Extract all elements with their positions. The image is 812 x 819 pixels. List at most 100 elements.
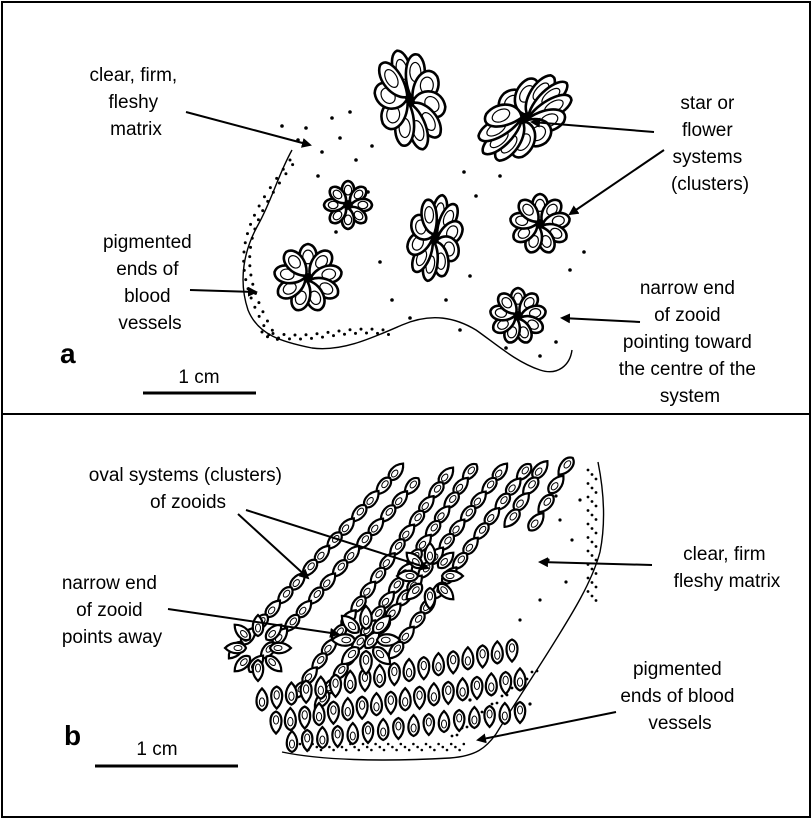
pigment-dot xyxy=(546,558,549,561)
pigment-dot xyxy=(349,328,352,331)
scale-label-a: 1 cm xyxy=(178,367,219,388)
zooid xyxy=(484,706,495,727)
zooid xyxy=(314,703,325,725)
zooid xyxy=(287,731,298,752)
pigment-dot xyxy=(374,743,377,746)
zooid xyxy=(425,543,436,564)
zooid xyxy=(424,714,435,735)
pigment-dot xyxy=(582,250,586,254)
pigment-dot xyxy=(354,332,357,335)
pigment-dot xyxy=(343,333,346,336)
pigment-dot xyxy=(501,695,504,698)
zooid xyxy=(285,708,296,730)
pigment-dot xyxy=(587,523,590,526)
pigment-dot xyxy=(568,268,572,272)
label-matrix-b: clear, firm fleshy matrix xyxy=(674,544,781,592)
zooid xyxy=(477,645,488,667)
pigment-dot xyxy=(283,333,286,336)
pigment-dot xyxy=(353,746,356,749)
pigment-dot xyxy=(371,328,374,331)
pigment-dot xyxy=(536,670,539,673)
pigment-dot xyxy=(284,172,287,175)
zooid xyxy=(315,677,326,699)
pigment-dot xyxy=(244,241,247,244)
scale-label-b: 1 cm xyxy=(136,739,177,760)
arrow-systems-2 xyxy=(570,150,664,214)
pigment-dot xyxy=(595,586,598,589)
arrow-narrow-end-a xyxy=(562,318,640,322)
pigment-dot xyxy=(468,698,471,701)
pigment-dot xyxy=(387,743,390,746)
pigment-dot xyxy=(458,749,461,752)
panel-letter-b: b xyxy=(64,720,81,751)
flower-system-1 xyxy=(363,42,457,159)
pigment-dot xyxy=(595,505,598,508)
flower-system-7 xyxy=(489,288,547,345)
oval-systems xyxy=(225,454,577,752)
pigment-dot xyxy=(277,337,280,340)
pigment-dot xyxy=(595,545,598,548)
pigment-dot xyxy=(591,568,594,571)
zooid xyxy=(506,640,517,662)
panel-a: clear, firm, fleshy matrix star or flowe… xyxy=(60,42,761,407)
pigment-dot xyxy=(390,298,394,302)
pigment-dot xyxy=(299,743,302,746)
pigment-dot xyxy=(249,223,252,226)
zooid xyxy=(457,678,468,700)
pigment-dot xyxy=(243,251,246,254)
pigment-dot xyxy=(416,746,419,749)
pigment-dot xyxy=(451,735,454,738)
zooid xyxy=(443,682,454,704)
pigment-dot xyxy=(395,749,398,752)
pigment-dot xyxy=(366,746,369,749)
zooid xyxy=(357,697,368,719)
pigment-dot xyxy=(429,746,432,749)
zooid xyxy=(371,693,382,715)
pigment-dot xyxy=(433,749,436,752)
pigment-dot xyxy=(466,726,469,729)
pigment-dot xyxy=(463,743,466,746)
pigment-dot xyxy=(272,191,275,194)
pigment-dot xyxy=(538,598,541,601)
pigment-dot xyxy=(316,746,319,749)
pigment-dot xyxy=(332,334,335,337)
zooid xyxy=(286,683,297,705)
pigment-dot xyxy=(450,743,453,746)
pigment-dot xyxy=(481,711,484,714)
oval-system-4b xyxy=(525,454,577,533)
pigment-dot xyxy=(456,734,459,737)
pigment-dot xyxy=(275,177,278,180)
arrow-matrix-a xyxy=(186,112,310,145)
pigment-dot xyxy=(310,337,313,340)
pigment-dot xyxy=(345,749,348,752)
zooid xyxy=(439,711,450,732)
pigment-dot xyxy=(278,182,281,185)
arrow-oval-1 xyxy=(238,514,308,578)
zooid xyxy=(500,506,523,530)
zooid xyxy=(225,643,246,654)
zooid xyxy=(469,707,480,728)
pigment-dot xyxy=(468,274,472,278)
zooid xyxy=(414,687,425,709)
zooid xyxy=(328,702,339,724)
pigment-dot xyxy=(587,509,590,512)
zooid xyxy=(301,681,312,703)
pigment-dot xyxy=(595,599,598,602)
zooid xyxy=(330,675,341,697)
zooid xyxy=(545,472,568,496)
zooid xyxy=(231,621,253,643)
pigment-dot xyxy=(554,494,557,497)
pigment-dot xyxy=(587,550,590,553)
pigment-dot xyxy=(348,110,352,114)
pigment-dot xyxy=(538,354,542,358)
pigment-dot xyxy=(266,320,269,323)
pigment-dot xyxy=(320,749,323,752)
zooid xyxy=(442,571,463,582)
pigment-dot xyxy=(246,232,249,235)
pigment-dot xyxy=(370,144,374,148)
zooid xyxy=(404,659,415,681)
zooid xyxy=(317,727,328,748)
pigment-dot xyxy=(250,297,253,300)
pigment-dot xyxy=(595,559,598,562)
pigment-dot xyxy=(404,746,407,749)
